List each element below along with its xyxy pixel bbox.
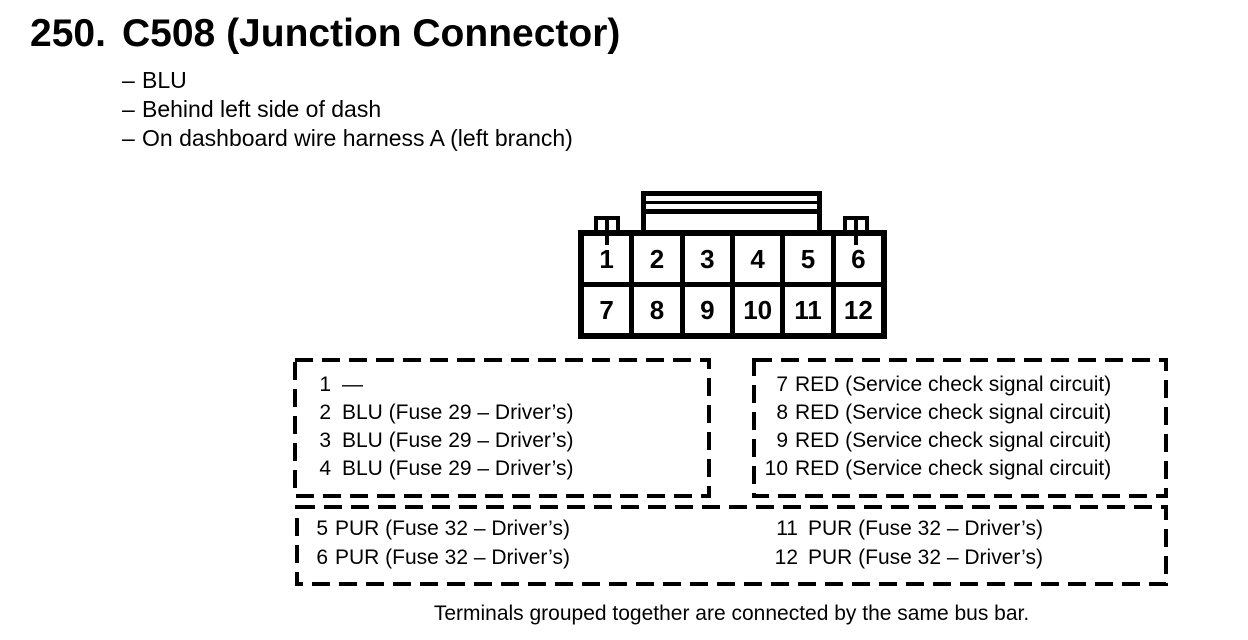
pin-description: PUR (Fuse 32 – Driver’s) <box>335 517 570 540</box>
pin-cell-12: 12 <box>835 287 881 333</box>
pin-cell-6: 6 <box>835 236 881 282</box>
dashed-border <box>293 358 711 498</box>
pin-number: 11 <box>776 517 798 540</box>
pin-cell-11: 11 <box>785 287 831 333</box>
pin-row: 7 RED (Service check signal circuit) <box>752 371 1168 399</box>
pin-number: 5 <box>316 517 328 540</box>
pin-number: 3 <box>319 429 331 452</box>
pin-cell-8: 8 <box>634 287 680 333</box>
pin-description: RED (Service check signal circuit) <box>795 457 1112 480</box>
pin-row: 2 BLU (Fuse 29 – Driver’s) <box>293 399 711 427</box>
latch-ridge <box>646 209 817 214</box>
index-tab-right <box>843 216 869 232</box>
pin-description: — <box>342 373 363 396</box>
index-tab-left <box>594 216 620 232</box>
note-text: BLU <box>142 67 187 93</box>
pin-list: 7 RED (Service check signal circuit) 8 R… <box>752 371 1168 483</box>
bus-group-box-red: 7 RED (Service check signal circuit) 8 R… <box>752 358 1168 498</box>
pin-number: 7 <box>776 373 788 396</box>
index-tab-slot <box>605 220 609 232</box>
pin-number: 9 <box>776 429 788 452</box>
connector-title: C508 (Junction Connector) <box>122 12 621 55</box>
pin-number: 2 <box>319 401 331 424</box>
note-line: – BLU <box>122 66 573 95</box>
pin-row: 3 BLU (Fuse 29 – Driver’s) <box>293 427 711 455</box>
pin-cell-7: 7 <box>584 287 630 333</box>
pin-description: BLU (Fuse 29 – Driver’s) <box>342 457 574 480</box>
note-dash: – <box>122 67 135 93</box>
bus-group-box-blu: 1 — 2 BLU (Fuse 29 – Driver’s) 3 BLU (Fu… <box>293 358 711 498</box>
pin-cell-10: 10 <box>734 287 781 333</box>
connector-diagram: 1 2 3 4 5 6 7 8 9 10 11 12 <box>578 190 887 339</box>
pin-number: 8 <box>776 401 788 424</box>
pin-row: 6 PUR (Fuse 32 – Driver’s) <box>308 543 570 572</box>
pin-row: 9 RED (Service check signal circuit) <box>752 427 1168 455</box>
pin-cell-5: 5 <box>785 236 831 282</box>
pin-description: BLU (Fuse 29 – Driver’s) <box>342 401 574 424</box>
pin-row: 1 — <box>293 371 711 399</box>
pin-cell-9: 9 <box>684 287 730 333</box>
bus-group-box-pur: 5 PUR (Fuse 32 – Driver’s) 6 PUR (Fuse 3… <box>295 505 1168 586</box>
pin-description: PUR (Fuse 32 – Driver’s) <box>335 546 570 569</box>
pin-description: RED (Service check signal circuit) <box>795 401 1112 424</box>
pin-list: 5 PUR (Fuse 32 – Driver’s) 6 PUR (Fuse 3… <box>308 514 570 572</box>
pin-number: 6 <box>316 546 328 569</box>
pin-number: 4 <box>319 457 331 480</box>
dashed-border <box>295 505 1168 586</box>
pin-row: 8 RED (Service check signal circuit) <box>752 399 1168 427</box>
pin-list: 1 — 2 BLU (Fuse 29 – Driver’s) 3 BLU (Fu… <box>293 371 711 483</box>
dashed-border <box>752 358 1168 498</box>
keyway-mark-right <box>854 236 858 245</box>
pin-description: PUR (Fuse 32 – Driver’s) <box>808 546 1043 569</box>
pin-row: 11 PUR (Fuse 32 – Driver’s) <box>770 514 1043 543</box>
pin-number: 10 <box>764 457 788 480</box>
bus-bar-note: Terminals grouped together are connected… <box>433 602 1030 625</box>
note-line: – Behind left side of dash <box>122 95 573 124</box>
pin-cell-4: 4 <box>734 236 781 282</box>
pin-list: 11 PUR (Fuse 32 – Driver’s) 12 PUR (Fuse… <box>770 514 1043 572</box>
pin-row: 4 BLU (Fuse 29 – Driver’s) <box>293 455 711 483</box>
pin-description: RED (Service check signal circuit) <box>795 373 1112 396</box>
pin-description: PUR (Fuse 32 – Driver’s) <box>808 517 1043 540</box>
note-text: Behind left side of dash <box>142 96 382 122</box>
note-dash: – <box>122 96 135 122</box>
page-title: 250. C508 (Junction Connector) <box>30 12 620 56</box>
latch-ridge <box>646 201 817 204</box>
note-dash: – <box>122 125 135 151</box>
note-line: – On dashboard wire harness A (left bran… <box>122 124 573 153</box>
pin-row: 10 RED (Service check signal circuit) <box>752 455 1168 483</box>
pin-cell-3: 3 <box>684 236 730 282</box>
pin-cell-2: 2 <box>634 236 680 282</box>
pin-row: 12 PUR (Fuse 32 – Driver’s) <box>770 543 1043 572</box>
section-number: 250. <box>30 12 106 55</box>
connector-body: 1 2 3 4 5 6 7 8 9 10 11 12 <box>578 230 887 339</box>
index-tab-slot <box>854 220 858 232</box>
pin-description: BLU (Fuse 29 – Driver’s) <box>342 429 574 452</box>
keyway-mark-left <box>605 236 609 245</box>
pin-number: 1 <box>319 373 331 396</box>
connector-notes: – BLU – Behind left side of dash – On da… <box>122 66 573 153</box>
note-text: On dashboard wire harness A (left branch… <box>142 125 573 151</box>
pin-number: 12 <box>774 546 798 569</box>
pin-row: 5 PUR (Fuse 32 – Driver’s) <box>308 514 570 543</box>
pin-description: RED (Service check signal circuit) <box>795 429 1112 452</box>
